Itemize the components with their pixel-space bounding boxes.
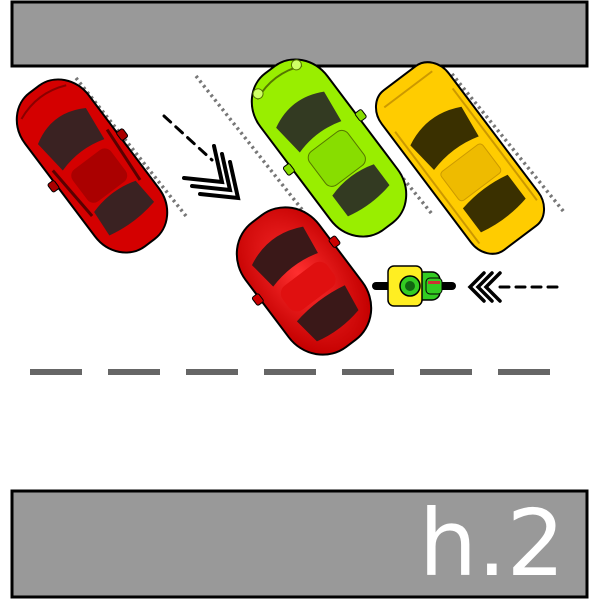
bottom-sidewalk: h.2 <box>10 489 589 599</box>
motorcycle <box>372 265 456 307</box>
parked-yellow-car <box>374 61 546 255</box>
car-path-arrow-icon <box>162 114 241 201</box>
exiting-red-car <box>235 206 373 356</box>
motorcycle-path-arrow-icon <box>467 271 566 303</box>
parked-red-car <box>15 78 169 254</box>
scenario-label: h.2 <box>419 490 565 597</box>
parking-lines <box>74 72 566 218</box>
parked-green-car <box>250 58 408 238</box>
parking-line <box>194 74 306 214</box>
top-sidewalk <box>10 0 589 68</box>
